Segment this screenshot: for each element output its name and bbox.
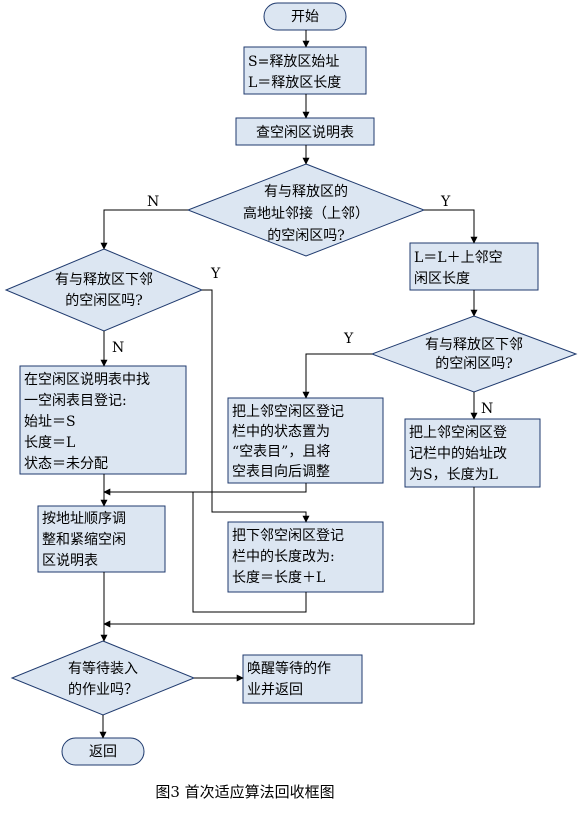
update-l-line-1: L＝L＋上邻空: [414, 250, 503, 266]
change-addr-line-2: 记栏中的始址改: [409, 446, 507, 462]
flowchart-connectors: [99, 30, 478, 739]
new-entry-box: [19, 365, 187, 475]
upper-neighbor-decision: [186, 163, 426, 257]
figure-caption: 图3 首次适应算法回收框图: [155, 783, 335, 801]
sort-compact-line-3: 区说明表: [42, 553, 98, 569]
flowchart-canvas: 开始 S=释放区始址 L＝释放区长度 查空闲区说明表 有与释放区的 高地址邻接（…: [4, 2, 578, 766]
mark-empty-line-4: 空表目向后调整: [232, 464, 330, 480]
sort-compact-line-2: 整和紧缩空闲: [42, 532, 126, 548]
label-n-lower-left: N: [112, 340, 124, 356]
new-entry-line-3: 始址＝S: [24, 414, 76, 430]
mark-empty-box: [227, 397, 384, 484]
change-len-line-1: 把下邻空闲区登记: [232, 528, 344, 544]
start-label: 开始: [291, 9, 319, 25]
update-l-line-2: 闲区长度: [414, 271, 470, 287]
change-len-line-2: 栏中的长度改为:: [232, 549, 335, 565]
change-addr-line-1: 把上邻空闲区登: [409, 425, 507, 441]
wake-return-box: [242, 654, 363, 704]
lower-right-decision-line-2: 的空闲区吗?: [435, 356, 513, 372]
label-n-lower-right: N: [481, 401, 493, 417]
new-entry-line-2: 一空闲表目登记:: [24, 393, 127, 409]
set-s-l-box: [243, 46, 367, 95]
new-entry-line-5: 状态＝未分配: [24, 456, 108, 472]
change-len-box: [227, 521, 384, 593]
waiting-decision-line-2: 的作业吗？: [68, 682, 138, 698]
lower-left-decision-line-2: 的空闲区吗?: [65, 293, 143, 309]
update-l-box: [409, 242, 539, 291]
flowchart-shapes: [4, 2, 578, 766]
mark-empty-line-1: 把上邻空闲区登记: [232, 404, 344, 420]
mark-empty-line-2: 栏中的状态置为: [232, 424, 330, 440]
check-table-label: 查空闲区说明表: [256, 125, 354, 141]
waiting-job-decision: [10, 640, 196, 716]
flowchart-texts: 开始 S=释放区始址 L＝释放区长度 查空闲区说明表 有与释放区的 高地址邻接（…: [24, 9, 523, 760]
wake-line-1: 唤醒等待的作: [247, 660, 331, 677]
lower-neighbor-decision-left: [4, 248, 204, 332]
upper-decision-line-2: 高地址邻接（上邻）: [243, 205, 369, 222]
upper-decision-line-3: 的空闲区吗?: [267, 228, 345, 244]
return-label: 返回: [89, 744, 117, 760]
label-y-lower-right: Y: [343, 331, 354, 347]
set-s-l-line-2: L＝释放区长度: [248, 75, 341, 91]
lower-left-decision-line-1: 有与释放区下邻: [55, 272, 153, 288]
mark-empty-line-3: “空表目”，且将: [232, 444, 330, 460]
waiting-decision-line-1: 有等待装入: [68, 660, 138, 677]
label-n-upper: N: [147, 194, 159, 210]
sort-compact-line-1: 按地址顺序调: [42, 511, 126, 527]
lower-right-decision-line-1: 有与释放区下邻: [425, 337, 523, 353]
change-len-line-3: 长度＝长度＋L: [232, 570, 325, 586]
set-s-l-line-1: S=释放区始址: [248, 54, 339, 70]
new-entry-line-1: 在空闲区说明表中找: [24, 372, 150, 388]
upper-decision-line-1: 有与释放区的: [264, 184, 348, 200]
new-entry-line-4: 长度＝L: [24, 435, 75, 451]
change-addr-line-3: 为S，长度为L: [409, 467, 498, 483]
label-y-lower-left: Y: [210, 266, 221, 282]
label-y-upper: Y: [440, 194, 451, 210]
start-terminal: [263, 2, 347, 31]
lower-neighbor-decision-right: [370, 315, 578, 393]
wake-line-2: 业并返回: [247, 682, 303, 698]
branch-labels: N Y Y N Y N: [112, 194, 493, 417]
